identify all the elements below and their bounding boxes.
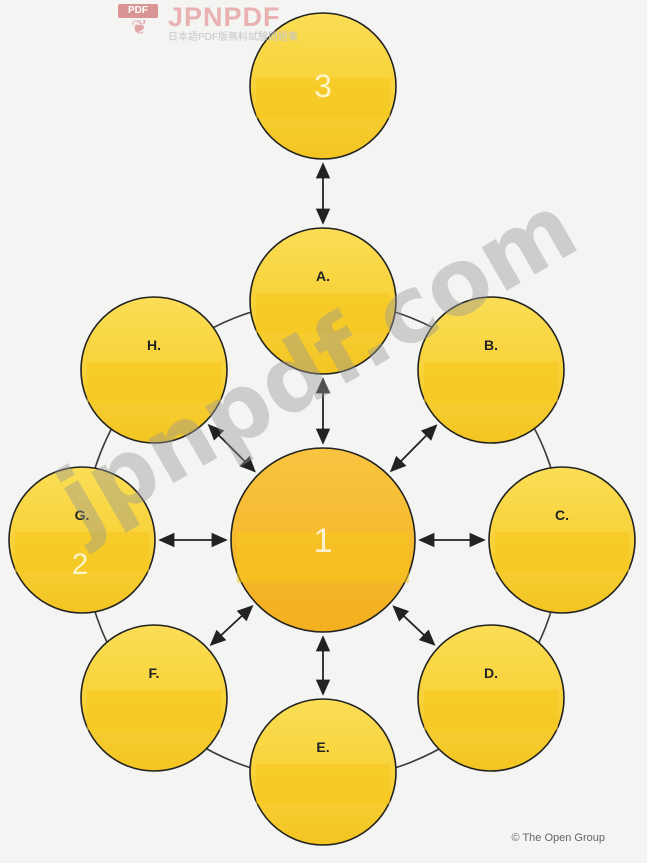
node-d[interactable]: D. [417,624,565,772]
node-e-band [256,764,390,805]
node-h[interactable]: H. [80,296,228,444]
node-top-label: 3 [314,68,332,104]
node-top-band [256,78,390,119]
node-c-label: C. [555,507,569,523]
node-a-label: A. [316,268,330,284]
node-a-band [256,293,390,334]
node-center[interactable]: 1 [230,447,416,633]
node-f-band [87,690,221,731]
node-f-label: F. [149,665,160,681]
arrow-center-f [209,605,254,646]
node-g-band [15,532,149,573]
node-d-band [424,690,558,731]
watermark-badge: PDF [118,4,158,18]
node-center-band [237,532,409,583]
node-c-band [495,532,629,573]
arrow-center-d [392,605,436,646]
node-b[interactable]: B. [417,296,565,444]
node-e[interactable]: E. [249,698,397,846]
watermark-logo: PDF ❦ JPNPDF 日本語PDF版無料試験問題集 [118,2,318,46]
node-b-label: B. [484,337,498,353]
watermark-brand: JPNPDF [168,2,281,32]
node-h-band [87,362,221,403]
arrow-center-h [207,424,256,473]
node-f[interactable]: F. [80,624,228,772]
node-g-overlay-label: 2 [72,548,89,581]
node-top[interactable]: 3 [249,12,397,160]
node-c[interactable]: C. [488,466,636,614]
node-d-label: D. [484,665,498,681]
watermark-subtitle: 日本語PDF版無料試験問題集 [168,32,298,43]
node-center-label: 1 [314,522,333,560]
node-a[interactable]: A. [249,227,397,375]
node-g-label: G. [75,507,90,523]
node-e-label: E. [316,739,329,755]
node-g[interactable]: G. [8,466,156,614]
node-b-band [424,362,558,403]
copyright-notice: © The Open Group [511,832,605,844]
acrobat-icon: ❦ [131,17,148,39]
arrow-center-b [389,424,438,473]
node-h-label: H. [147,337,161,353]
